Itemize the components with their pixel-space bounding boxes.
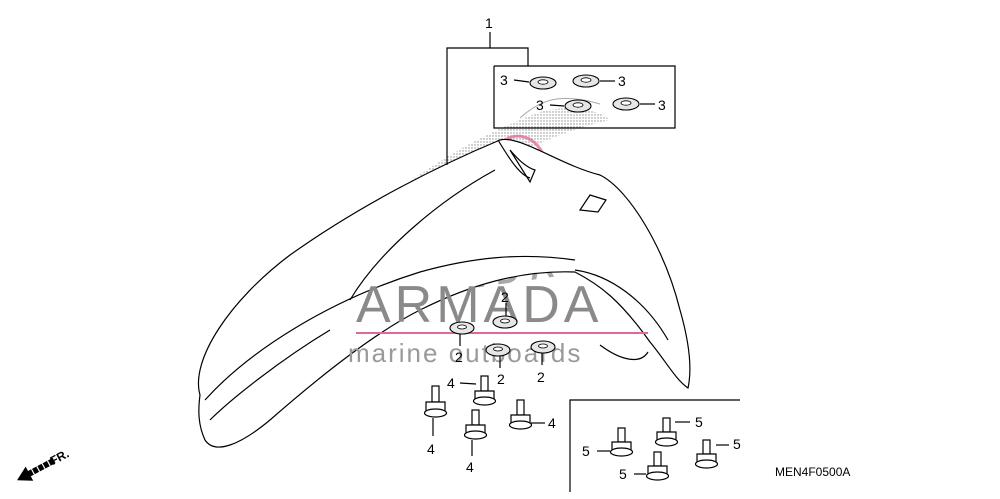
washer-3c[interactable]: 3 [536, 97, 592, 113]
callout-3b-number: 3 [618, 73, 626, 89]
callout-5d-number: 5 [733, 436, 741, 452]
front-fender[interactable] [198, 138, 691, 448]
callout-1-number: 1 [485, 15, 493, 31]
callout-2b-number: 2 [501, 289, 509, 305]
callout-3a-number: 3 [500, 72, 508, 88]
callout-5c-number: 5 [619, 466, 627, 482]
rear-washer-group: 3 3 3 3 [493, 65, 676, 129]
callout-4b-number: 4 [447, 375, 455, 391]
bolt-4d[interactable]: 4 [508, 399, 557, 431]
washer-3b[interactable]: 3 [572, 73, 626, 89]
bolt-5b[interactable]: 5 [654, 414, 704, 447]
brand-watermark: ARMADA [356, 276, 602, 334]
bolt-5d[interactable]: 5 [694, 436, 742, 469]
callout-2c-number: 2 [497, 371, 505, 387]
callout-2a-number: 2 [455, 349, 463, 365]
callout-4d-number: 4 [548, 415, 556, 431]
callout-2d-number: 2 [537, 369, 545, 385]
washer-3d[interactable]: 3 [612, 97, 666, 113]
bolt-4a[interactable]: 4 [423, 385, 448, 457]
arrow-icon [17, 457, 56, 481]
callout-3d-number: 3 [658, 97, 666, 113]
callout-5b-number: 5 [695, 414, 703, 430]
callout-5a-number: 5 [582, 443, 590, 459]
callout-4c-number: 4 [466, 459, 474, 475]
callout-4a-number: 4 [427, 441, 435, 457]
callout-1-leader: 1 [446, 15, 529, 165]
washer-2d[interactable]: 2 [530, 340, 556, 385]
front-direction-indicator: FR. [17, 446, 71, 481]
washer-2c[interactable]: 2 [485, 343, 511, 387]
bolt-5a[interactable]: 5 [582, 427, 634, 459]
bolt-4b[interactable]: 4 [447, 375, 497, 406]
callout-3c-number: 3 [536, 97, 544, 113]
bolt-group-5: 5 5 5 5 [569, 399, 742, 492]
front-washer-group: 2 2 2 2 [449, 289, 556, 387]
washer-3a[interactable]: 3 [500, 72, 557, 90]
bolt-4c[interactable]: 4 [463, 409, 488, 475]
washer-2b[interactable]: 2 [492, 289, 518, 329]
diagram-code: MEN4F0500A [775, 465, 850, 479]
bolt-5c[interactable]: 5 [619, 451, 670, 482]
washer-2a[interactable]: 2 [449, 321, 475, 365]
bolt-group-4: 4 4 4 4 [423, 375, 557, 475]
